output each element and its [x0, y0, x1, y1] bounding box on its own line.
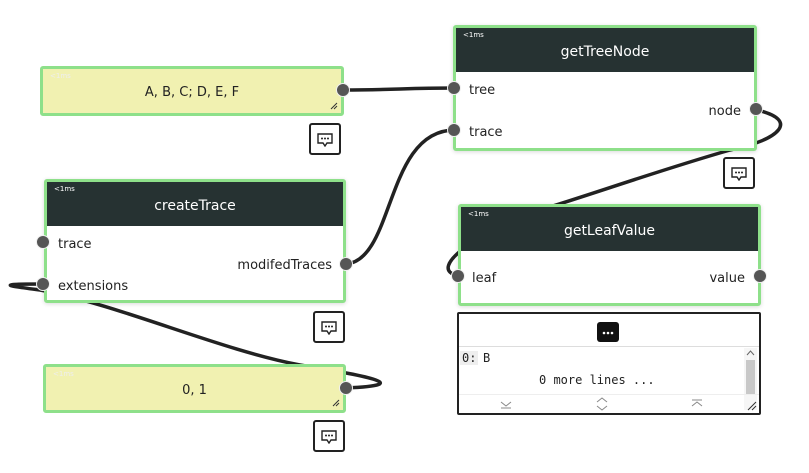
node-title: createTrace: [154, 198, 236, 214]
tree-input-value[interactable]: A, B, C; D, E, F: [144, 85, 240, 100]
extensions-input-output-port[interactable]: [339, 381, 353, 395]
input-label-trace: trace: [58, 237, 92, 252]
viewer-divider: [459, 346, 759, 347]
get-tree-node-node[interactable]: <1ms getTreeNode tree node trace: [453, 25, 757, 151]
getleafvalue-value-port[interactable]: [753, 269, 767, 283]
timing-label: <1ms: [54, 185, 75, 193]
get-leaf-value-node[interactable]: <1ms getLeafValue leaf value: [458, 204, 761, 306]
scroll-to-bottom-icon[interactable]: [498, 397, 514, 411]
timing-label: <1ms: [468, 210, 489, 218]
extensions-input-value[interactable]: 0, 1: [182, 383, 207, 398]
gettreenode-tree-port[interactable]: [447, 81, 461, 95]
output-label-modifedtraces: modifedTraces: [237, 258, 332, 273]
createtrace-extensions-port[interactable]: [36, 277, 50, 291]
createtrace-menu-button[interactable]: [313, 311, 345, 343]
scroll-up-icon[interactable]: [744, 348, 757, 358]
gettreenode-node-port[interactable]: [749, 102, 763, 116]
scroll-thumb[interactable]: [746, 360, 755, 394]
tree-input-output-port[interactable]: [336, 83, 350, 97]
createtrace-output-port[interactable]: [339, 257, 353, 271]
timing-label: <1ms: [53, 370, 74, 378]
create-trace-node[interactable]: <1ms createTrace trace modifedTraces ext…: [44, 179, 346, 303]
resize-handle-icon[interactable]: [332, 399, 340, 407]
resize-handle-icon[interactable]: [330, 102, 338, 110]
viewer-toolbar: [459, 394, 759, 413]
tree-input-menu-button[interactable]: [309, 123, 341, 155]
node-header[interactable]: <1ms getTreeNode: [456, 28, 754, 72]
getleafvalue-leaf-port[interactable]: [451, 269, 465, 283]
createtrace-trace-port[interactable]: [36, 235, 50, 249]
input-label-trace: trace: [469, 125, 503, 140]
chat-bubble-icon: [731, 167, 747, 181]
chat-bubble-icon: [317, 133, 333, 147]
wire-tree-input-to-gettreenode: [342, 86, 456, 92]
chat-bubble-icon: [602, 331, 614, 335]
chat-bubble-icon: [321, 430, 337, 444]
output-label-value: value: [709, 271, 745, 286]
timing-label: <1ms: [463, 31, 484, 39]
wire-createtrace-to-gettreenode: [345, 128, 456, 266]
node-header[interactable]: <1ms createTrace: [47, 182, 343, 226]
input-label-leaf: leaf: [472, 271, 497, 286]
resize-handle-icon[interactable]: [747, 401, 757, 411]
extensions-input-node[interactable]: <1ms 0, 1: [43, 364, 346, 413]
node-title: getLeafValue: [563, 223, 656, 239]
timing-label: <1ms: [50, 72, 71, 80]
extensions-input-menu-button[interactable]: [313, 420, 345, 452]
chat-bubble-icon: [321, 321, 337, 335]
input-label-extensions: extensions: [58, 279, 129, 294]
scroll-to-top-icon[interactable]: [689, 397, 705, 411]
output-label-node: node: [708, 104, 741, 119]
expand-icon[interactable]: [594, 396, 610, 412]
node-title: getTreeNode: [560, 44, 650, 60]
output-viewer[interactable]: 0: B 0 more lines ...: [457, 312, 761, 415]
input-label-tree: tree: [469, 83, 496, 98]
viewer-menu-icon[interactable]: [597, 322, 619, 342]
gettreenode-menu-button[interactable]: [723, 157, 755, 189]
tree-input-node[interactable]: <1ms A, B, C; D, E, F: [40, 66, 344, 116]
gettreenode-trace-port[interactable]: [447, 123, 461, 137]
line-value: B: [483, 351, 491, 365]
line-index: 0:: [460, 351, 479, 365]
more-lines-text: 0 more lines ...: [539, 373, 655, 387]
node-header[interactable]: <1ms getLeafValue: [461, 207, 758, 251]
